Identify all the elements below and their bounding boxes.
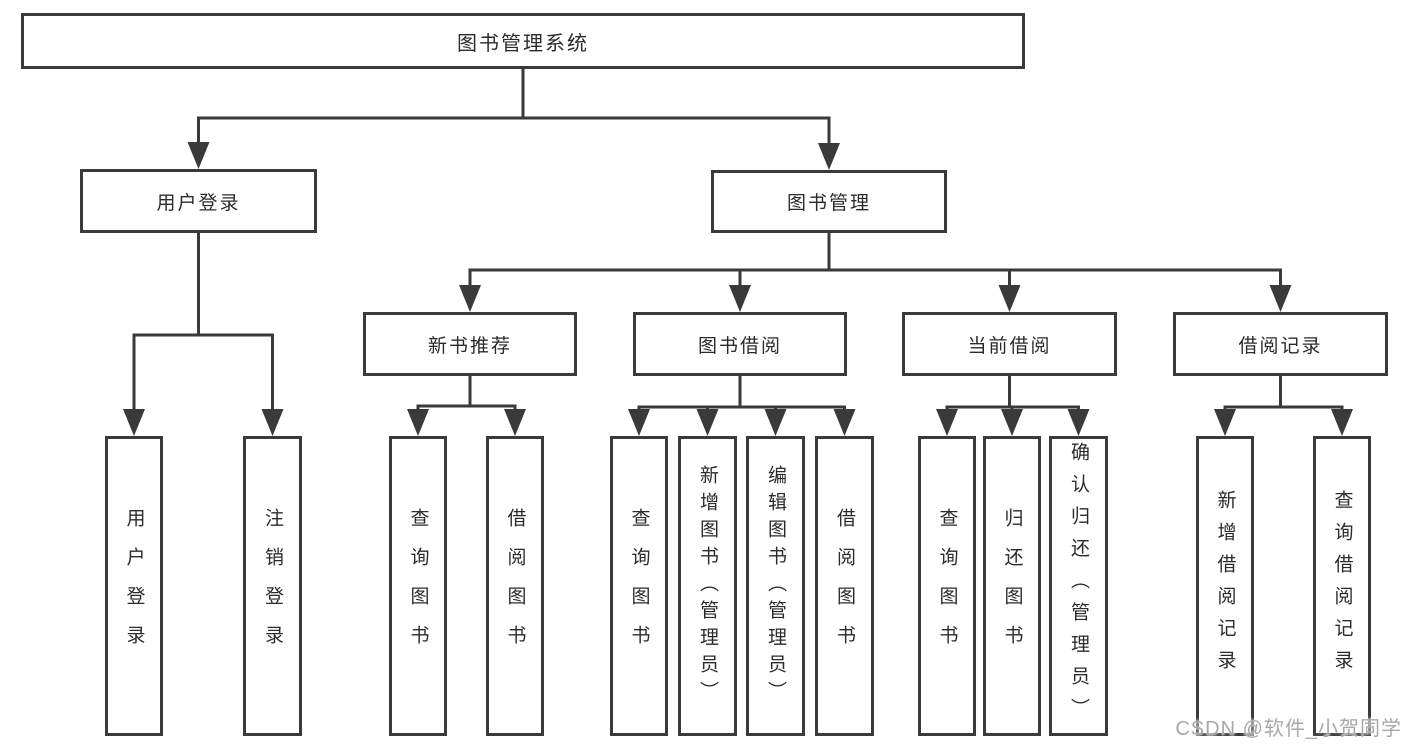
arrow-down-icon [123, 409, 145, 436]
leaf-label: 确认归还（管理员） [1068, 442, 1089, 730]
leaf-query-borrow-record: 查询借阅记录 [1313, 436, 1371, 736]
node-new-book-recommend: 新书推荐 [363, 312, 577, 376]
node-current-borrow: 当前借阅 [902, 312, 1117, 376]
connector-newbook-group [416, 376, 517, 412]
leaf-label: 查询借阅记录 [1331, 490, 1353, 682]
arrow-down-icon [729, 285, 751, 312]
leaf-add-books-admin: 新增图书（管理员） [678, 436, 737, 736]
node-user-login: 用户登录 [80, 169, 317, 233]
node-label: 图书借阅 [697, 335, 782, 357]
leaf-add-borrow-record: 新增借阅记录 [1196, 436, 1254, 736]
node-root-label: 图书管理系统 [457, 32, 589, 55]
arrow-down-icon [1331, 409, 1353, 436]
connector-currentborrow-group [945, 376, 1080, 412]
arrow-down-icon [261, 409, 284, 436]
connector-bookmgmt-to-level3 [468, 233, 1282, 288]
leaf-query-books-borrow: 查询图书 [610, 436, 668, 736]
leaf-label: 新增借阅记录 [1214, 490, 1236, 682]
arrow-down-icon [504, 409, 526, 436]
leaf-label: 新增图书（管理员） [697, 464, 718, 708]
arrow-down-icon [696, 409, 719, 436]
leaf-query-books-recommend: 查询图书 [389, 436, 447, 736]
leaf-label: 查询图书 [936, 508, 958, 664]
arrow-down-icon [459, 285, 481, 312]
arrow-down-icon [1067, 409, 1090, 436]
leaf-edit-books-admin: 编辑图书（管理员） [746, 436, 805, 736]
connector-borrowrecords-group [1223, 376, 1344, 412]
node-label: 当前借阅 [967, 335, 1052, 357]
leaf-borrow-books: 借阅图书 [815, 436, 874, 736]
leaf-label: 编辑图书（管理员） [765, 464, 786, 708]
leaf-label: 用户登录 [123, 508, 145, 664]
arrowheads [123, 142, 1353, 436]
leaf-borrow-books-recommend: 借阅图书 [486, 436, 544, 736]
arrow-down-icon [1269, 285, 1292, 312]
leaf-label: 查询图书 [628, 508, 650, 664]
node-borrow-records: 借阅记录 [1173, 312, 1388, 376]
node-root: 图书管理系统 [21, 13, 1025, 69]
connector-root-to-level2 [197, 69, 831, 145]
arrow-down-icon [818, 143, 840, 170]
arrow-down-icon [628, 409, 650, 436]
connector-bookborrow-group [637, 376, 846, 412]
node-book-management: 图书管理 [711, 170, 947, 233]
leaf-label: 归还图书 [1001, 508, 1023, 664]
arrow-down-icon [764, 409, 787, 436]
arrow-down-icon [407, 409, 429, 436]
leaf-user-login: 用户登录 [105, 436, 163, 736]
arrow-down-icon [936, 409, 958, 436]
arrow-down-icon [1001, 409, 1023, 436]
arrow-down-icon [998, 285, 1021, 312]
node-label: 用户登录 [156, 192, 241, 214]
leaf-label: 查询图书 [407, 508, 429, 664]
arrow-down-icon [187, 142, 210, 169]
arrow-down-icon [833, 409, 856, 436]
leaf-confirm-return-admin: 确认归还（管理员） [1049, 436, 1108, 736]
node-label: 新书推荐 [427, 335, 512, 357]
csdn-watermark: CSDN @软件_小贺同学 [1175, 718, 1402, 740]
node-label: 借阅记录 [1238, 335, 1323, 357]
leaf-label: 借阅图书 [504, 508, 526, 664]
leaf-label: 注销登录 [262, 508, 283, 664]
leaf-logout: 注销登录 [243, 436, 302, 736]
node-label: 图书管理 [786, 193, 871, 214]
leaf-return-books: 归还图书 [983, 436, 1041, 736]
connector-userlogin-to-leaves [132, 233, 274, 412]
leaf-query-books-current: 查询图书 [918, 436, 976, 736]
node-book-borrow: 图书借阅 [633, 312, 847, 376]
arrow-down-icon [1214, 409, 1236, 436]
leaf-label: 借阅图书 [834, 508, 855, 664]
